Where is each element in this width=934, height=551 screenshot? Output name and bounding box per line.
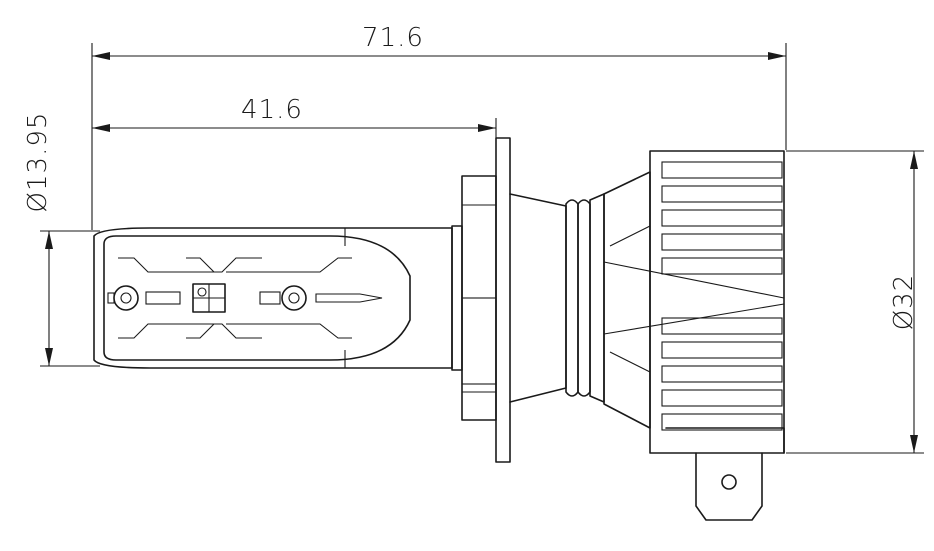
heatsink-outline [649,150,785,454]
collar-step [451,225,463,371]
arrowhead-right [768,52,786,60]
fin-bottom-4 [661,389,783,407]
arrowhead-bottom [910,435,918,453]
led-diameter-label: Ø13.95 [23,112,53,213]
mounting-hole-left [113,285,139,311]
led-board-outline [103,235,411,361]
chip-marker [197,287,207,297]
led-head [93,227,453,369]
mounting-hole-right-inner [288,292,300,304]
mounting-hole-left-inner [120,292,132,304]
arrowhead-right [478,124,496,132]
body-diameter-label: Ø32 [889,274,919,331]
fin-bottom-1 [661,317,783,335]
fin-bottom-3 [661,365,783,383]
mounting-hole-right [281,285,307,311]
dimension-led-length: 41.6 [92,95,497,138]
dimension-led-diameter: Ø13.95 [23,112,100,367]
plug-tab [695,452,763,521]
overall-length-label: 71.6 [362,23,424,53]
heatsink-edge-lower [603,303,785,335]
neck-ring-1 [565,199,579,397]
taper-fin-1 [609,225,651,247]
led-head-outline [93,227,453,369]
dimension-overall-length: 71.6 [91,23,787,230]
heatsink-taper [603,171,651,429]
fin-top-3 [661,209,783,227]
neck-body [509,193,567,403]
fin-top-1 [661,161,783,179]
plug-shoulder [665,427,785,454]
arrowhead-left [92,52,110,60]
trace-top-mid [186,257,215,273]
led-chip-left [145,291,181,305]
trace-bottom-right [226,323,352,339]
connector-plug [665,427,785,521]
trace-top-left [118,257,262,273]
fin-bottom-5 [661,413,783,431]
collar [451,137,605,463]
flange-plate [495,137,511,463]
led-pad-far-left [107,292,115,304]
heatsink-edge-upper [603,261,785,299]
led-chip-right [259,291,281,305]
plug-hole [721,474,737,490]
neck-ring-2 [577,199,591,397]
fin-top-5 [661,257,783,275]
arrowhead-left [92,124,110,132]
trace-bottom-mid [186,323,215,339]
taper-fin-2 [609,351,651,373]
dimension-body-diameter: Ø32 [786,150,924,454]
trace-bottom-left [118,323,262,339]
arrowhead-bottom [45,348,53,366]
fin-top-2 [661,185,783,203]
arrowhead-top [45,231,53,249]
led-length-label: 41.6 [241,95,303,125]
fin-bottom-2 [661,341,783,359]
trace-arrow-right [315,293,383,303]
neck-step [589,193,605,403]
trace-top-right [226,257,352,273]
fin-top-4 [661,233,783,251]
flange-tab [461,297,497,385]
arrowhead-top [910,151,918,169]
heatsink [603,150,785,454]
